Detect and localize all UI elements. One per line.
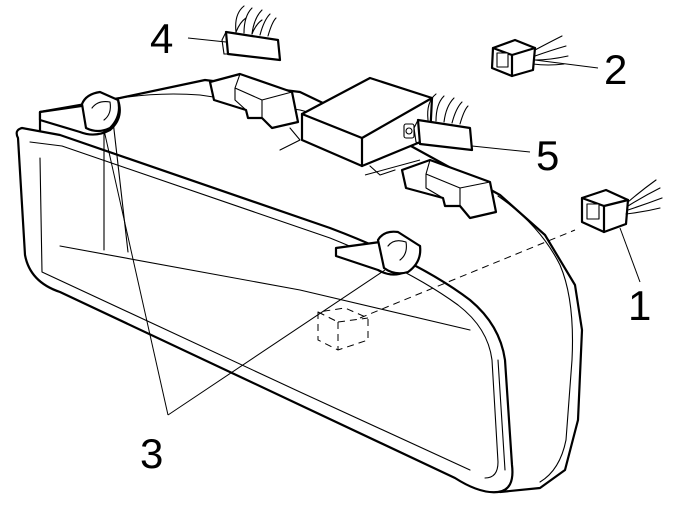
callout-5: 5 bbox=[536, 132, 559, 179]
callout-1: 1 bbox=[628, 282, 651, 329]
mounting-clip-right bbox=[334, 230, 422, 276]
mounting-clip-left bbox=[38, 90, 121, 136]
rear-tab-right bbox=[400, 158, 498, 220]
connector-4 bbox=[221, 5, 282, 62]
callout-labels: 4 2 5 1 3 bbox=[140, 15, 651, 477]
callout-4: 4 bbox=[150, 15, 173, 62]
connector-5 bbox=[413, 93, 474, 152]
callout-2: 2 bbox=[604, 46, 627, 93]
callout-3: 3 bbox=[140, 430, 163, 477]
cluster-inner-lines bbox=[103, 109, 576, 351]
connector-2 bbox=[490, 35, 569, 78]
leader-lines bbox=[103, 37, 641, 416]
connector-1 bbox=[580, 179, 663, 234]
rear-tab-top bbox=[208, 72, 300, 130]
